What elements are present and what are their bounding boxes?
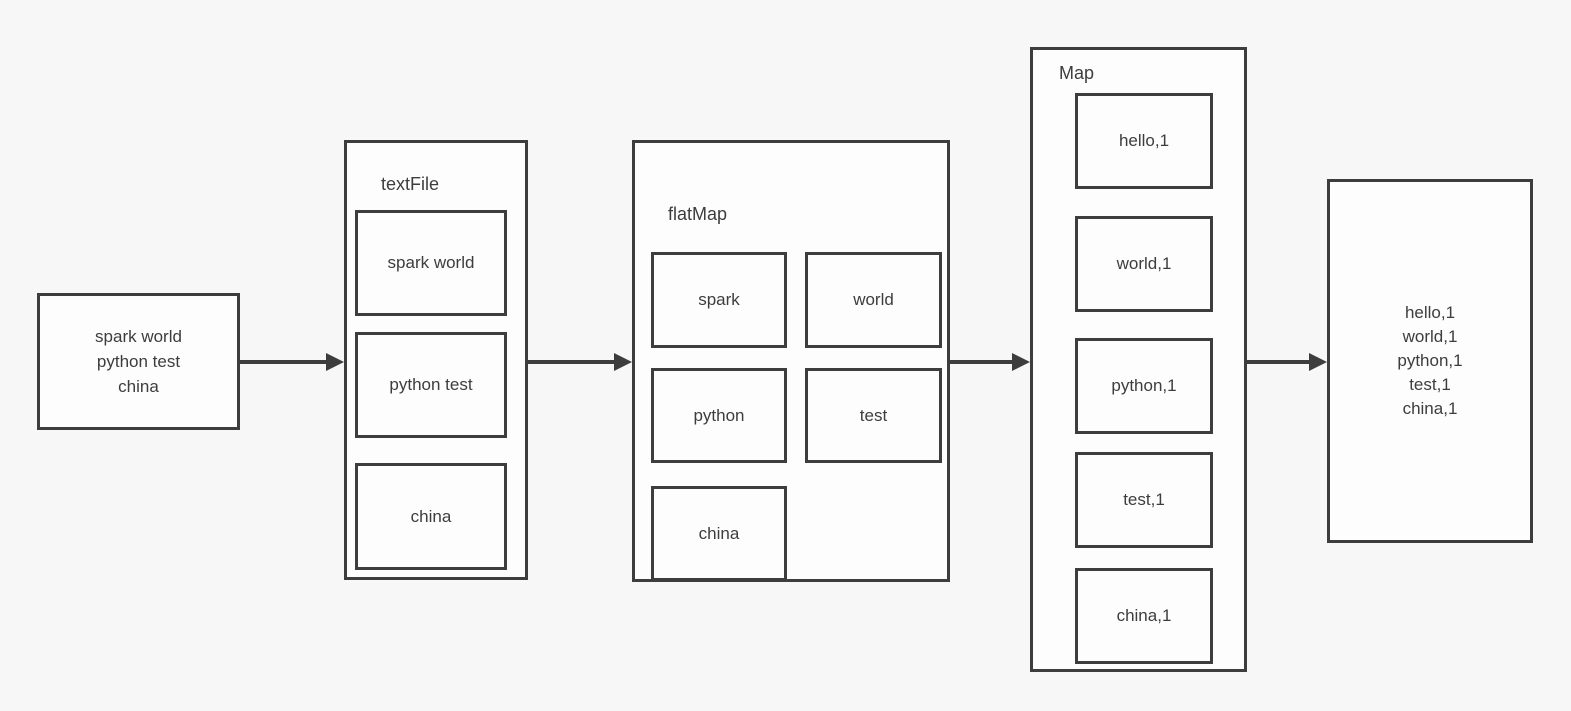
arrowhead-icon [326, 353, 344, 371]
result-line: hello,1 [1404, 303, 1456, 322]
source-line: spark world [95, 327, 182, 346]
flatmap-item-box: world [805, 252, 942, 348]
arrowhead-icon [1012, 353, 1030, 371]
flatmap-item-label: python [693, 405, 745, 425]
flatmap-item-box: test [805, 368, 942, 463]
flatmap-item-box: spark [651, 252, 787, 348]
map-item-box: python,1 [1075, 338, 1213, 434]
textfile-item-box: spark world [355, 210, 507, 316]
source-line: china [118, 377, 159, 396]
map-stage-box: Map hello,1 world,1 python,1 test,1 chin… [1030, 47, 1247, 672]
flatmap-stage-box: flatMap spark world python test china [632, 140, 950, 582]
map-item-box: test,1 [1075, 452, 1213, 548]
flatmap-item-label: test [859, 405, 888, 425]
flatmap-item-box: china [651, 486, 787, 581]
map-item-label: china,1 [1116, 606, 1172, 625]
result-line: python,1 [1397, 351, 1463, 370]
arrow-shaft [950, 360, 1015, 364]
textfile-item-label: python test [389, 375, 473, 394]
arrow-shaft [240, 360, 329, 364]
result-line: china,1 [1402, 399, 1458, 418]
textfile-stage-box: textFile spark world python test china [344, 140, 528, 580]
flatmap-item-box: python [651, 368, 787, 463]
map-item-label: hello,1 [1118, 131, 1170, 150]
result-box: hello,1 world,1 python,1 test,1 china,1 [1327, 179, 1533, 543]
map-item-box: hello,1 [1075, 93, 1213, 189]
textfile-item-box: python test [355, 332, 507, 438]
flatmap-item-label: spark [698, 290, 740, 309]
arrow-map-to-result [1247, 353, 1327, 371]
arrow-textfile-to-flatmap [528, 353, 632, 371]
map-item-label: python,1 [1111, 376, 1177, 395]
result-line: world,1 [1402, 327, 1458, 346]
source-box: spark world python test china [37, 293, 240, 430]
map-item-box: china,1 [1075, 568, 1213, 664]
textfile-item-box: china [355, 463, 507, 570]
arrow-source-to-textfile [240, 353, 344, 371]
textfile-stage-title: textFile [381, 174, 440, 194]
flatmap-item-label: china [698, 523, 740, 543]
textfile-item-label: china [410, 506, 452, 526]
flatmap-item-label: world [853, 290, 894, 309]
arrowhead-icon [614, 353, 632, 371]
arrow-shaft [528, 360, 617, 364]
flatmap-stage-title: flatMap [668, 204, 728, 224]
source-line: python test [96, 352, 181, 371]
result-line: test,1 [1409, 375, 1451, 394]
map-item-box: world,1 [1075, 216, 1213, 312]
textfile-item-label: spark world [387, 253, 475, 272]
arrow-flatmap-to-map [950, 353, 1030, 371]
arrow-shaft [1247, 360, 1312, 364]
map-item-label: test,1 [1123, 490, 1165, 509]
map-item-label: world,1 [1116, 254, 1172, 273]
map-stage-title: Map [1059, 63, 1095, 83]
arrowhead-icon [1309, 353, 1327, 371]
